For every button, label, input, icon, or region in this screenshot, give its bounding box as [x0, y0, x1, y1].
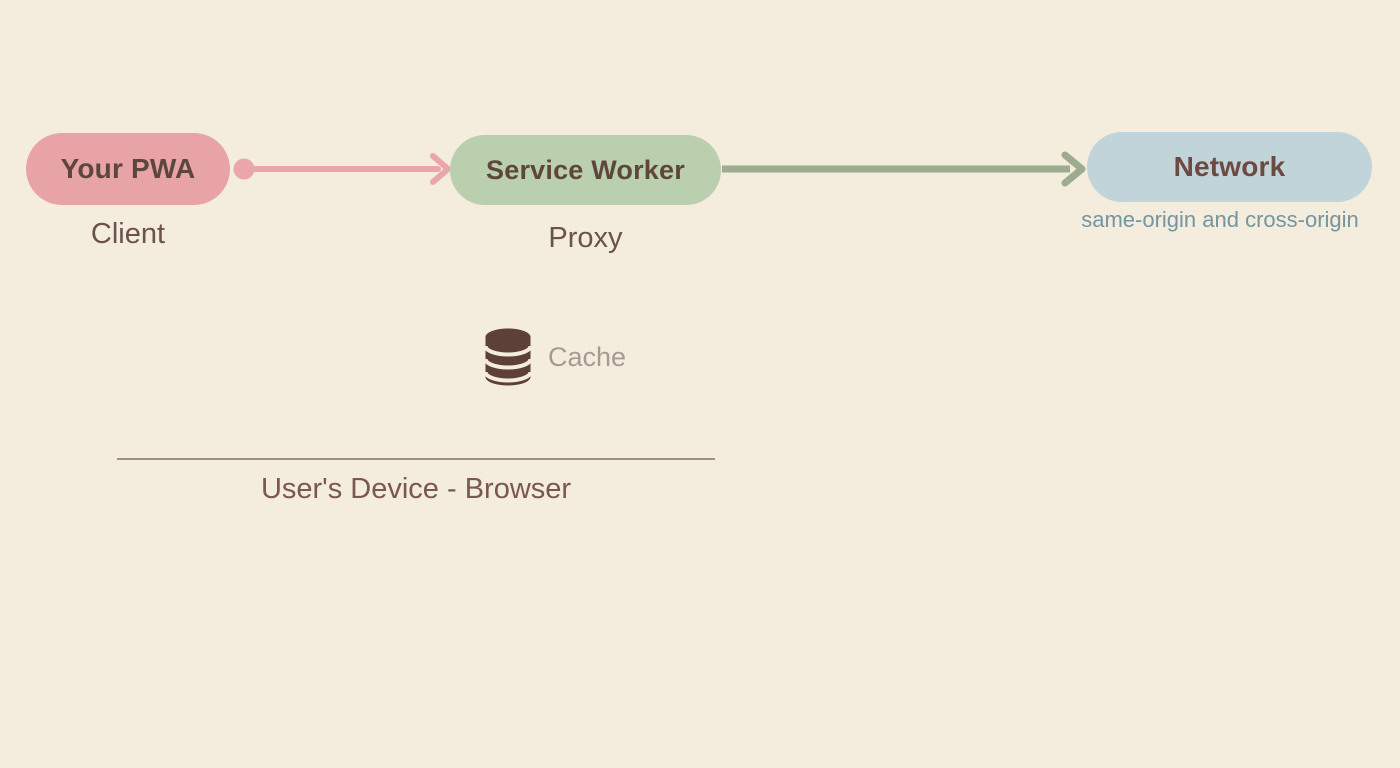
cache-label: Cache [548, 341, 627, 372]
node-network-label: Network [1173, 151, 1286, 182]
arrowhead-icon [1061, 151, 1086, 187]
database-icon [485, 328, 531, 386]
cache-group: Cache [485, 328, 626, 386]
node-network-sublabel: same-origin and cross-origin [1081, 207, 1359, 232]
connector-pwa-to-sw [233, 153, 451, 185]
database-band-gap [485, 371, 531, 383]
node-your-pwa: Your PWA [26, 133, 230, 205]
connector-sw-to-network [722, 151, 1086, 187]
node-service-worker: Service Worker [450, 135, 721, 205]
arrowhead-icon [430, 153, 451, 185]
node-network: Network [1087, 132, 1372, 202]
node-your-pwa-sublabel: Client [90, 218, 166, 250]
database-band-gap [485, 358, 531, 370]
node-service-worker-sublabel: Proxy [548, 222, 623, 254]
node-service-worker-label: Service Worker [486, 154, 685, 185]
database-band-gap [485, 345, 531, 357]
connector-start-dot [233, 158, 255, 180]
node-your-pwa-label: Your PWA [60, 153, 196, 184]
device-boundary-label: User's Device - Browser [260, 473, 572, 505]
device-boundary-line [117, 458, 715, 460]
